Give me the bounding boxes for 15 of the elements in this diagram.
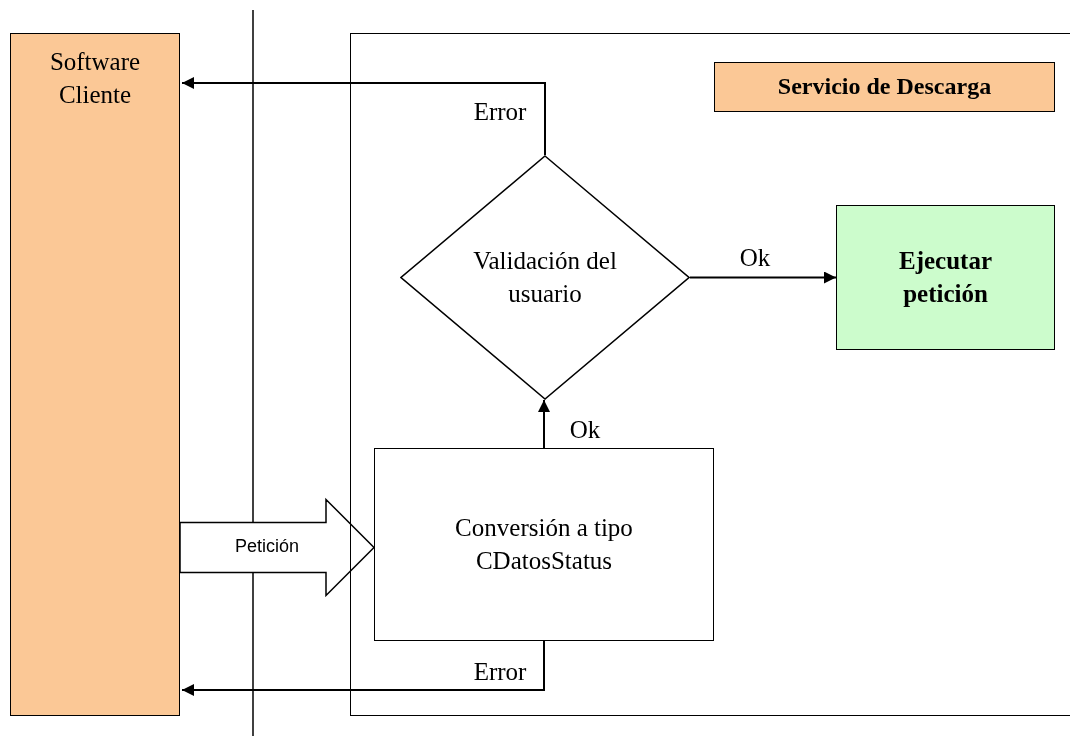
node-text: Ejecutar petición xyxy=(898,246,993,309)
process-box xyxy=(374,448,714,641)
arrow xyxy=(181,640,545,696)
node-text: Servicio de Descarga xyxy=(777,72,992,102)
actor-bar xyxy=(10,33,180,716)
arrow xyxy=(689,271,837,284)
arrow xyxy=(538,399,550,449)
process-box xyxy=(836,205,1055,350)
node-text: Validación del usuario xyxy=(472,246,618,309)
title-box xyxy=(714,62,1055,112)
decision-diamond xyxy=(400,155,690,400)
node-text: Software Cliente xyxy=(48,47,142,110)
node-text: Conversión a tipo CDatosStatus xyxy=(454,513,634,576)
service-frame xyxy=(350,33,1070,716)
arrow xyxy=(181,77,546,156)
